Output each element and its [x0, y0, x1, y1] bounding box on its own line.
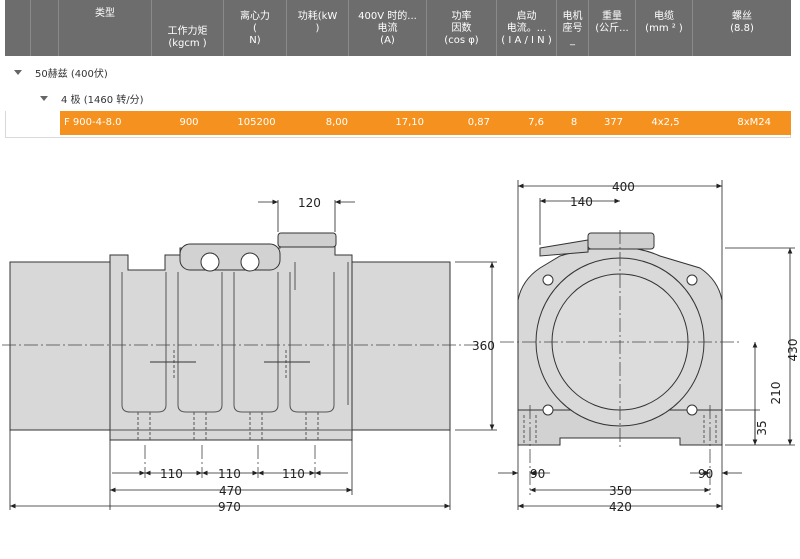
- dim-350: 350: [609, 484, 632, 498]
- cell-cos-phi: 0,87: [467, 117, 490, 128]
- header-current[interactable]: 400V 时的...电流(A): [349, 0, 427, 56]
- front-view: [9, 232, 451, 441]
- side-base: [517, 409, 723, 446]
- dim-90b: 90: [698, 467, 713, 481]
- dim-110a: 110: [160, 467, 183, 481]
- right-end-cap: [349, 261, 451, 431]
- cell-torque: 900: [179, 117, 199, 128]
- dim-120: 120: [298, 196, 321, 210]
- dim-90a: 90: [530, 467, 545, 481]
- cell-start-ratio: 7,6: [528, 117, 544, 128]
- cell-type: F 900-4-8.0: [64, 117, 122, 128]
- dim-970: 970: [218, 500, 241, 514]
- cell-force: 105200: [237, 117, 276, 128]
- table-row-container: F 900-4-8.0 900 105200 8,00 17,10 0,87 7…: [5, 111, 791, 138]
- lifting-hole-left: [200, 252, 220, 272]
- cable-gland: [539, 239, 589, 257]
- header-type[interactable]: 类型: [59, 0, 152, 56]
- main-housing: [109, 234, 353, 441]
- header-cos-phi[interactable]: 功率因数(cos φ): [427, 0, 497, 56]
- dim-35: 35: [755, 420, 769, 435]
- header-weight[interactable]: 重量(公斤...: [589, 0, 636, 56]
- terminal-box: [277, 232, 337, 248]
- header-cable[interactable]: 电缆(mm ² ): [636, 0, 693, 56]
- left-end-cap: [9, 261, 111, 431]
- cell-weight: 377: [603, 117, 624, 128]
- dim-210: 210: [769, 382, 783, 405]
- table-row-selected[interactable]: F 900-4-8.0 900 105200 8,00 17,10 0,87 7…: [60, 111, 791, 135]
- group-frequency-label: 50赫兹 (400伏): [35, 68, 108, 80]
- cell-frame: 8: [570, 117, 578, 128]
- cell-screw: 8xM24: [737, 117, 771, 128]
- group-row-frequency[interactable]: 50赫兹 (400伏): [14, 64, 108, 80]
- dim-110b: 110: [218, 467, 241, 481]
- header-power[interactable]: 功耗(kW): [287, 0, 349, 56]
- chevron-down-icon[interactable]: [14, 69, 22, 75]
- lifting-bar: [179, 243, 281, 271]
- dim-470: 470: [219, 484, 242, 498]
- dim-430: 430: [786, 339, 800, 362]
- header-frame[interactable]: 电机座号_: [557, 0, 589, 56]
- group-row-poles[interactable]: 4 极 (1460 转/分): [40, 90, 144, 106]
- header-force[interactable]: 离心力(N): [224, 0, 287, 56]
- cell-cable: 4x2,5: [651, 117, 680, 128]
- chevron-down-icon[interactable]: [40, 95, 48, 101]
- dim-110c: 110: [282, 467, 305, 481]
- header-expander-col: [5, 0, 31, 56]
- header-start-ratio[interactable]: 启动电流。...( I A / I N ): [497, 0, 557, 56]
- cell-power: 8,00: [325, 117, 348, 128]
- header-torque[interactable]: 工作力矩(kgcm ): [152, 0, 224, 56]
- dim-140: 140: [570, 195, 593, 209]
- group-poles-label: 4 极 (1460 转/分): [61, 94, 144, 106]
- cell-current: 17,10: [395, 117, 424, 128]
- dim-400: 400: [612, 180, 635, 194]
- side-terminal-box: [587, 232, 655, 250]
- dim-360: 360: [472, 339, 495, 353]
- dim-420: 420: [609, 500, 632, 514]
- header-screw[interactable]: 螺丝(8.8): [730, 11, 754, 34]
- lifting-hole-right: [240, 252, 260, 272]
- header-spacer-col: [31, 0, 59, 56]
- technical-drawing: 120 360 110 110 110 470 970: [2, 180, 800, 514]
- table-header: 类型 工作力矩(kgcm ) 离心力(N) 功耗(kW) 400V 时的...电…: [5, 0, 791, 56]
